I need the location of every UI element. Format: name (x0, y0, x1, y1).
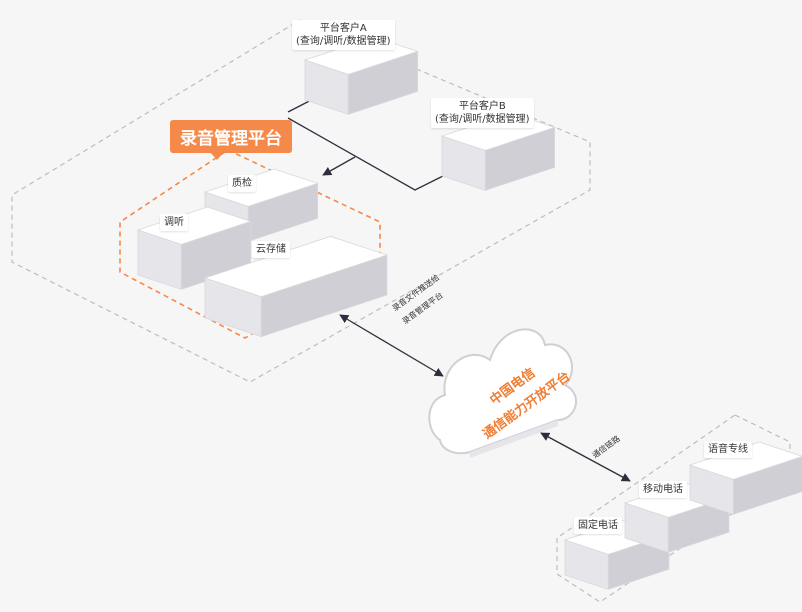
arrow-platform-cloud (339, 314, 444, 377)
arrow-cloud-terminals (540, 432, 631, 482)
platform-title: 录音管理平台 (170, 120, 292, 153)
client-b-sub: (查询/调听/数据管理) (435, 114, 530, 125)
cloud-storage-label: 云存储 (252, 241, 290, 258)
client-b-label: 平台客户B (查询/调听/数据管理) (431, 98, 534, 128)
client-a-name: 平台客户A (319, 23, 367, 34)
listen-box (136, 206, 252, 290)
client-b-name: 平台客户B (458, 101, 506, 112)
voice-line-label: 语音专线 (704, 441, 752, 458)
arrow-to-platform (322, 156, 356, 176)
cloud-bottom (470, 420, 558, 458)
connector-clients (287, 117, 456, 191)
recording-platform-border (119, 149, 381, 339)
listen-label: 调听 (160, 214, 188, 231)
client-a-label: 平台客户A (查询/调听/数据管理) (292, 20, 395, 50)
client-a-box (303, 36, 419, 115)
cloud-shape (428, 328, 577, 455)
voice-line-box (688, 441, 802, 515)
cloud-storage-box (203, 235, 389, 338)
platform-title-tail (210, 152, 224, 160)
client-a-sub: (查询/调听/数据管理) (296, 36, 391, 47)
mobile-phone-label: 移动电话 (639, 481, 687, 498)
quality-label: 质检 (228, 175, 256, 192)
fixed-phone-label: 固定电话 (574, 517, 622, 534)
